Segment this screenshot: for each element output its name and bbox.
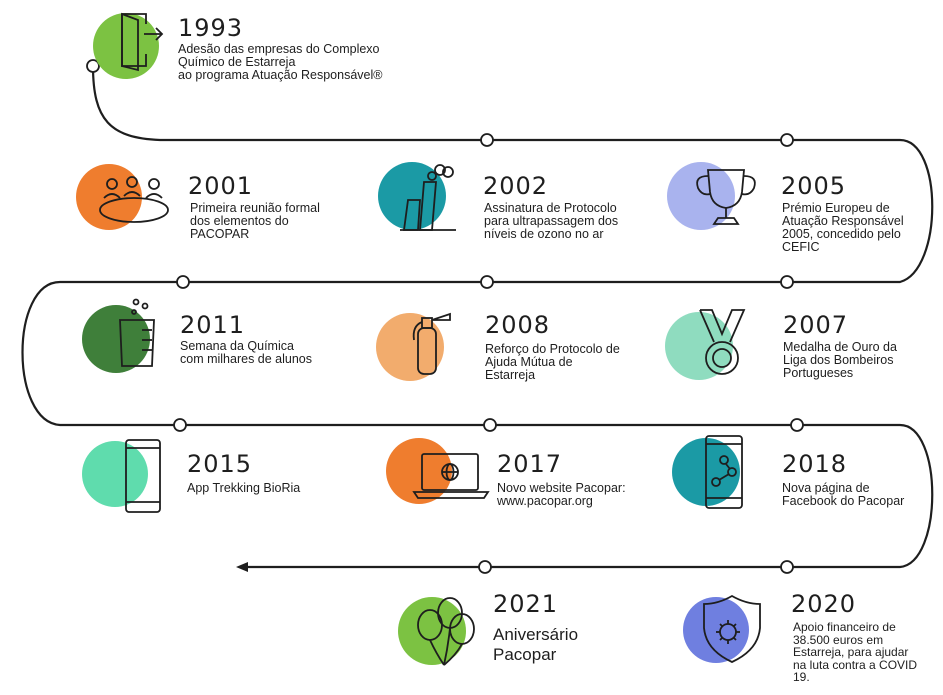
timeline-node	[780, 275, 794, 289]
event-2020-text: Apoio financeiro de 38.500 euros em Esta…	[793, 620, 918, 684]
fire-extinguisher-icon	[412, 312, 451, 375]
event-2020-year: 2020	[791, 590, 857, 618]
event-2002-text: Assinatura de Protocolo para ultrapassag…	[484, 201, 619, 241]
timeline-node	[478, 560, 492, 574]
timeline-node	[780, 560, 794, 574]
event-2007-text: Medalha de Ouro da Liga dos Bombeiros Po…	[783, 340, 897, 380]
event-1993-text: Adesão das empresas do Complexo Químico …	[178, 42, 383, 82]
smartphone-icon	[125, 439, 161, 513]
event-2008-text: Reforço do Protocolo de Ajuda Mútua de E…	[485, 342, 620, 382]
event-2015-year: 2015	[187, 450, 253, 478]
event-2005-text: Prémio Europeu de Atuação Responsável 20…	[782, 201, 904, 254]
timeline-arrowhead	[236, 562, 248, 572]
timeline-node	[790, 418, 804, 432]
event-2018-year: 2018	[782, 450, 848, 478]
event-2017-circle	[386, 438, 452, 504]
event-2015-text: App Trekking BioRia	[187, 481, 301, 495]
door-exit-icon	[121, 12, 164, 72]
event-2011-circle	[82, 305, 150, 373]
event-2018-text: Nova página de Facebook do Pacopar	[782, 481, 905, 508]
event-2007-circle	[665, 312, 733, 380]
beaker-icon	[119, 298, 155, 367]
trophy-icon	[696, 169, 756, 225]
event-2008-year: 2008	[485, 311, 551, 339]
timeline-node	[480, 133, 494, 147]
event-2001-text: Primeira reunião formal dos elementos do…	[190, 201, 320, 241]
factory-icon	[400, 164, 456, 231]
medal-icon	[699, 309, 746, 375]
timeline-node	[176, 275, 190, 289]
timeline-node	[480, 275, 494, 289]
timeline-node	[780, 133, 794, 147]
timeline-node	[483, 418, 497, 432]
event-2001-year: 2001	[188, 172, 254, 200]
event-2021-year: 2021	[493, 590, 559, 618]
event-2002-year: 2002	[483, 172, 549, 200]
virus-shield-icon	[703, 594, 761, 663]
event-1993-circle	[93, 13, 159, 79]
share-phone-icon	[705, 435, 743, 509]
event-2011-text: Semana da Química com milhares de alunos	[180, 339, 313, 366]
event-2021-text: Aniversário Pacopar	[493, 625, 579, 664]
balloons-icon	[417, 597, 475, 666]
event-2007-year: 2007	[783, 311, 849, 339]
event-2005-year: 2005	[781, 172, 847, 200]
meeting-icon	[99, 176, 169, 223]
event-2015-circle	[82, 441, 148, 507]
laptop-globe-icon	[412, 453, 490, 499]
event-1993-year: 1993	[178, 14, 244, 42]
event-2017-text: Novo website Pacopar: www.pacopar.org	[497, 481, 626, 508]
timeline-node	[173, 418, 187, 432]
event-2011-year: 2011	[180, 311, 246, 339]
event-2017-year: 2017	[497, 450, 563, 478]
